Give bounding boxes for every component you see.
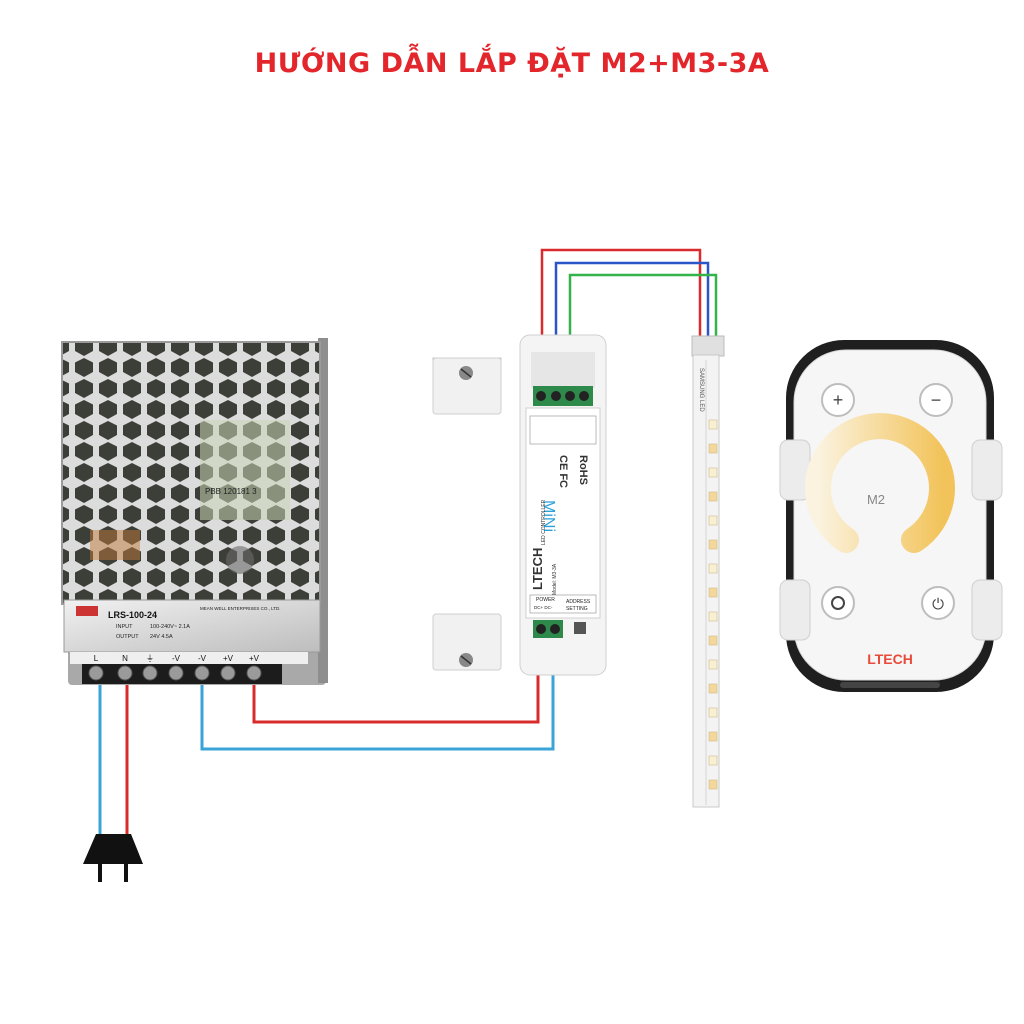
output-blue-wire <box>554 261 710 390</box>
plus-icon: + <box>833 390 844 410</box>
remote-brand: LTECH <box>867 651 913 667</box>
psu-pcb-code: PBB 120181 3 <box>205 487 257 496</box>
led-chip <box>708 659 718 670</box>
led-chip <box>708 491 718 502</box>
psu-terminal-label: ⏚ <box>146 654 154 663</box>
output-green-wire <box>568 273 718 390</box>
led-chip <box>708 539 718 550</box>
page-title: HƯỚNG DẪN LẮP ĐẶT M2+M3-3A <box>254 48 770 79</box>
psu-terminal-screw <box>246 665 262 681</box>
led-chip <box>708 731 718 742</box>
psu-terminal-screw <box>168 665 184 681</box>
psu-input-value: 100-240V~ 2.1A <box>150 624 190 630</box>
led-strip: SAMSUNG LED <box>691 335 725 808</box>
controller-power-pins: DC+ DC- <box>534 605 553 610</box>
controller-series: MiNi <box>540 500 557 532</box>
mode-button[interactable] <box>821 586 855 620</box>
led-chip <box>708 683 718 694</box>
controller-brand: LTECH <box>530 548 545 590</box>
mode-icon <box>831 596 845 610</box>
controller-rohs: RoHS <box>577 455 589 485</box>
mounting-clip-bottom <box>432 613 502 671</box>
psu-terminal-screw <box>117 665 133 681</box>
power-button[interactable]: ⏻ <box>921 586 955 620</box>
remote-m2: M2 + − ⏻ LTECH <box>779 340 1003 692</box>
led-chip <box>708 707 718 718</box>
controller-power-label: POWER <box>536 597 555 603</box>
controller-subtitle: LED CONTROLLER <box>541 499 547 545</box>
controller-m3: LTECH MiNi LED CONTROLLER Model: M3-3A C… <box>519 334 607 676</box>
mounting-clip-top <box>432 357 502 415</box>
psu-negative-wire <box>200 640 555 751</box>
remote-model: M2 <box>867 492 885 507</box>
power-supply: PBB 120181 3 LRS-100-24 MEAN WELL ENTERP… <box>61 338 328 685</box>
psu-output-label: OUTPUT <box>116 634 139 640</box>
output-red-wire <box>540 248 702 390</box>
led-chip <box>708 515 718 526</box>
psu-terminal-label: +V <box>249 654 260 663</box>
led-chip <box>708 587 718 598</box>
led-chip <box>708 419 718 430</box>
led-chip <box>708 611 718 622</box>
psu-model: LRS-100-24 <box>108 610 157 620</box>
controller-marks: CE FC <box>557 455 569 488</box>
psu-terminal-screw <box>142 665 158 681</box>
wires <box>98 248 718 842</box>
psu-brand-line: MEAN WELL ENTERPRISES CO., LTD. <box>200 606 281 611</box>
minus-icon: − <box>931 390 942 410</box>
psu-terminal-screw <box>88 665 104 681</box>
led-chip <box>708 563 718 574</box>
led-strip-label: SAMSUNG LED <box>698 368 704 412</box>
psu-input-label: INPUT <box>116 624 133 630</box>
psu-terminal-label: L <box>94 654 99 663</box>
led-chip <box>708 467 718 478</box>
psu-terminal-label: N <box>122 654 128 663</box>
controller-model-line: Model: M3-3A <box>552 563 558 595</box>
minus-button[interactable]: − <box>919 383 953 417</box>
led-chip <box>708 755 718 766</box>
power-icon: ⏻ <box>932 596 944 613</box>
psu-terminal-screw <box>220 665 236 681</box>
psu-terminal-label: -V <box>198 654 207 663</box>
psu-terminal-label: -V <box>172 654 181 663</box>
led-chip <box>708 443 718 454</box>
led-chip <box>708 635 718 646</box>
psu-terminal-screw <box>194 665 210 681</box>
psu-terminal-label: +V <box>223 654 234 663</box>
power-plug-icon <box>83 834 143 882</box>
controller-setting-label: SETTING <box>566 606 588 612</box>
controller-address-label: ADDRESS <box>566 599 591 605</box>
led-chip <box>708 779 718 790</box>
psu-output-value: 24V 4.5A <box>150 634 173 640</box>
plus-button[interactable]: + <box>821 383 855 417</box>
psu-positive-wire <box>252 640 540 724</box>
